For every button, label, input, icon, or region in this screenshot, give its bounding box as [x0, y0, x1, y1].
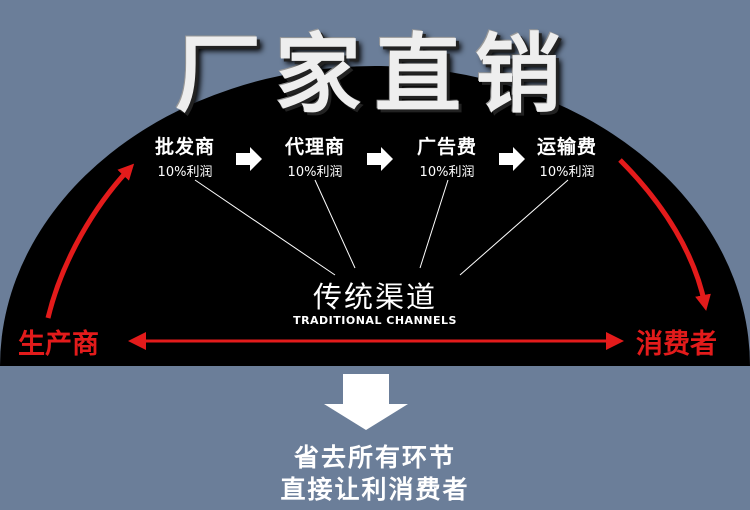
node-wholesaler: 批发商 10%利润: [140, 132, 230, 180]
direct-double-arrow: [128, 332, 624, 350]
node-name: 广告费: [416, 136, 477, 158]
connector-line: [419, 179, 449, 269]
connector-line: [194, 179, 336, 276]
left-curved-arrow: [45, 163, 135, 319]
right-arrow-icon: [367, 147, 393, 171]
node-name: 代理商: [284, 136, 345, 158]
connector-lines: [194, 179, 569, 276]
node-margin: 10%利润: [287, 165, 343, 180]
dome-shape: [0, 66, 750, 366]
right-arrow-icon: [236, 147, 262, 171]
consumer-label: 消费者: [636, 329, 717, 360]
connector-line: [314, 179, 356, 269]
node-shipping: 运输费 10%利润: [522, 132, 612, 180]
conclusion-line-1: 省去所有环节: [293, 443, 456, 472]
down-arrow-icon: [324, 374, 408, 430]
node-margin: 10%利润: [157, 165, 213, 180]
producer-label: 生产商: [18, 329, 99, 360]
conclusion-line-2: 直接让利消费者: [280, 475, 470, 504]
flow-arrows: [236, 147, 525, 171]
node-agent: 代理商 10%利润: [270, 132, 360, 180]
right-curved-arrow: [618, 158, 711, 311]
node-name: 批发商: [154, 136, 215, 158]
page-title: 厂家直销: [175, 25, 575, 125]
right-arrow-icon: [499, 147, 525, 171]
node-advertising: 广告费 10%利润: [402, 132, 492, 180]
traditional-channels-label: 传统渠道: [312, 280, 437, 314]
traditional-channels-english: TRADITIONAL CHANNELS: [293, 314, 457, 327]
node-margin: 10%利润: [419, 165, 475, 180]
connector-line: [459, 179, 569, 276]
node-name: 运输费: [536, 136, 597, 158]
node-margin: 10%利润: [539, 165, 595, 180]
